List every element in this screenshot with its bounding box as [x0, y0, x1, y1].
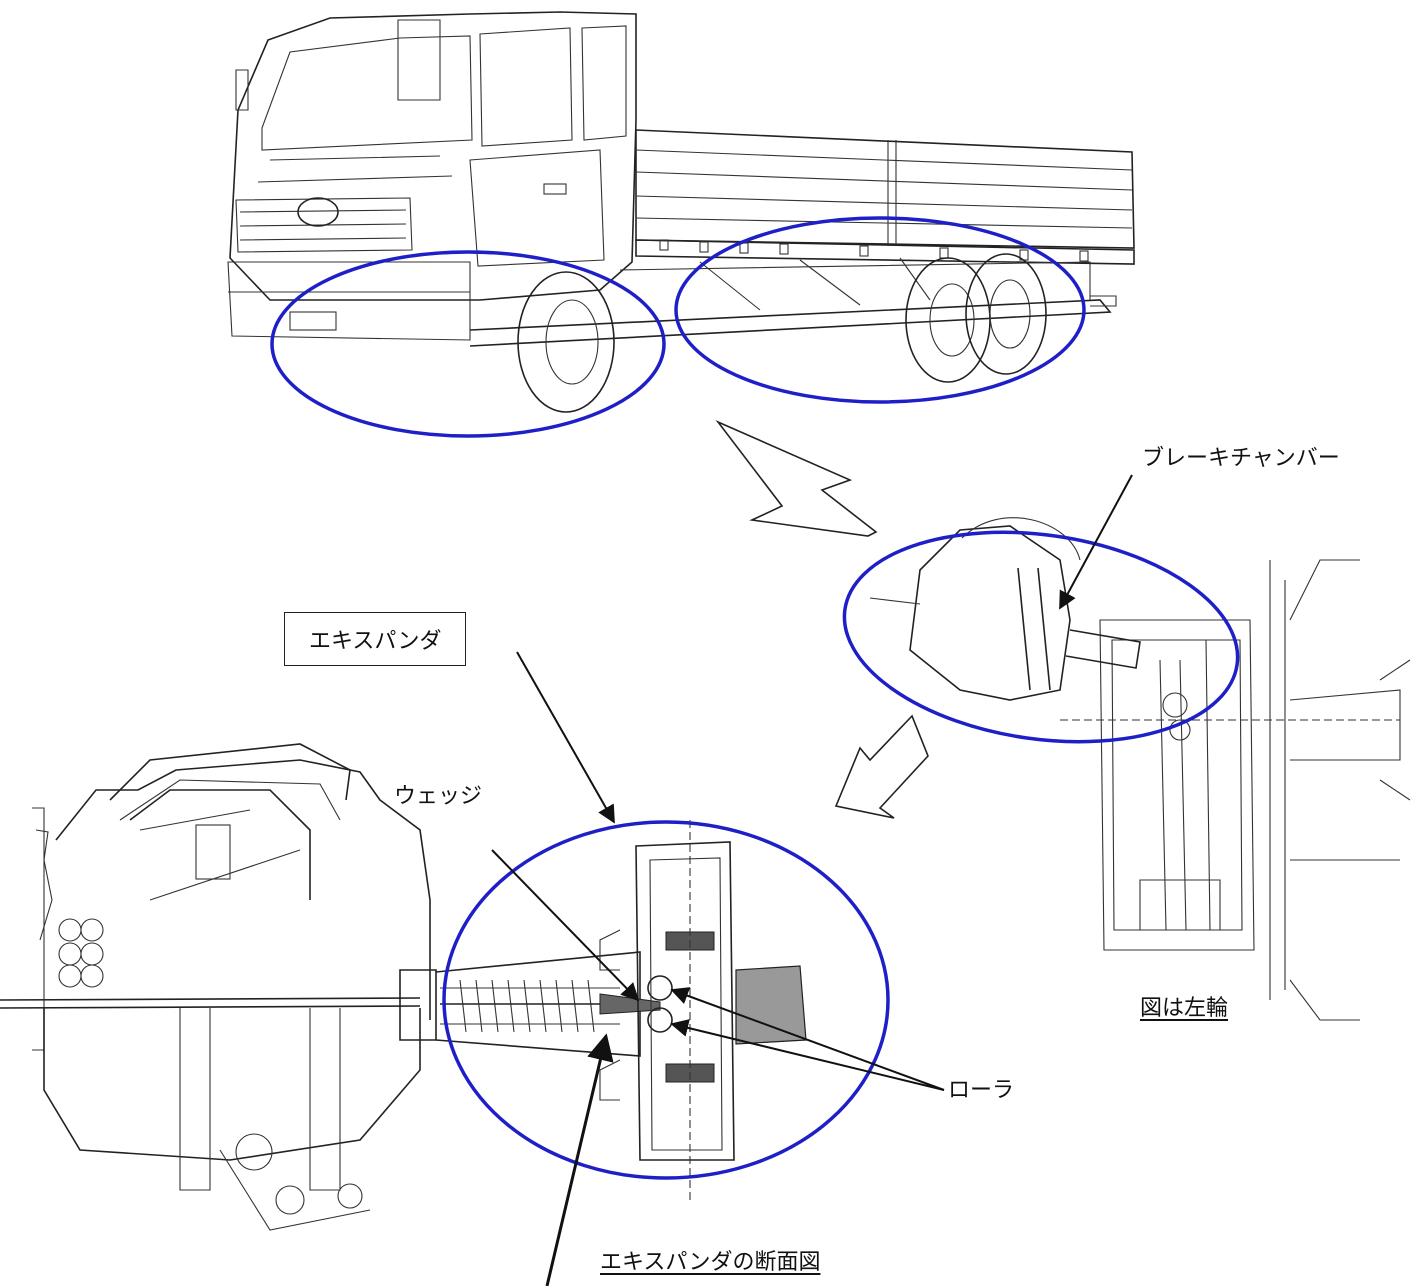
wedge-label: ウェッジ	[394, 784, 483, 809]
brake-chamber-pointer	[1059, 474, 1133, 610]
bottom-pointer	[545, 1033, 614, 1286]
expander-label-box: エキスパンダ	[284, 612, 467, 666]
roller-label: ローラ	[948, 1078, 1015, 1103]
hollow-arrow-down-left-icon	[834, 714, 929, 819]
rear-wheel-highlight	[674, 216, 1086, 404]
front-wheel-highlight	[270, 250, 666, 438]
brake-chamber-highlight	[842, 530, 1240, 744]
truck-illustration	[227, 11, 1135, 413]
left-wheel-note: 図は左輪	[1140, 996, 1229, 1021]
brake-chamber-label: ブレーキチャンバー	[1142, 446, 1340, 471]
expander-cross-section	[0, 743, 807, 1231]
brake-assembly-view	[869, 517, 1411, 1021]
wedge-pointer	[491, 849, 640, 1002]
expander-pointer	[516, 651, 615, 824]
hollow-arrow-down-right-icon	[715, 420, 878, 537]
expander-highlight	[442, 820, 890, 1180]
roller-pointer-1	[670, 987, 945, 1091]
roller-pointer-2	[670, 1019, 945, 1091]
cross-section-caption: エキスパンダの断面図	[600, 1250, 821, 1275]
